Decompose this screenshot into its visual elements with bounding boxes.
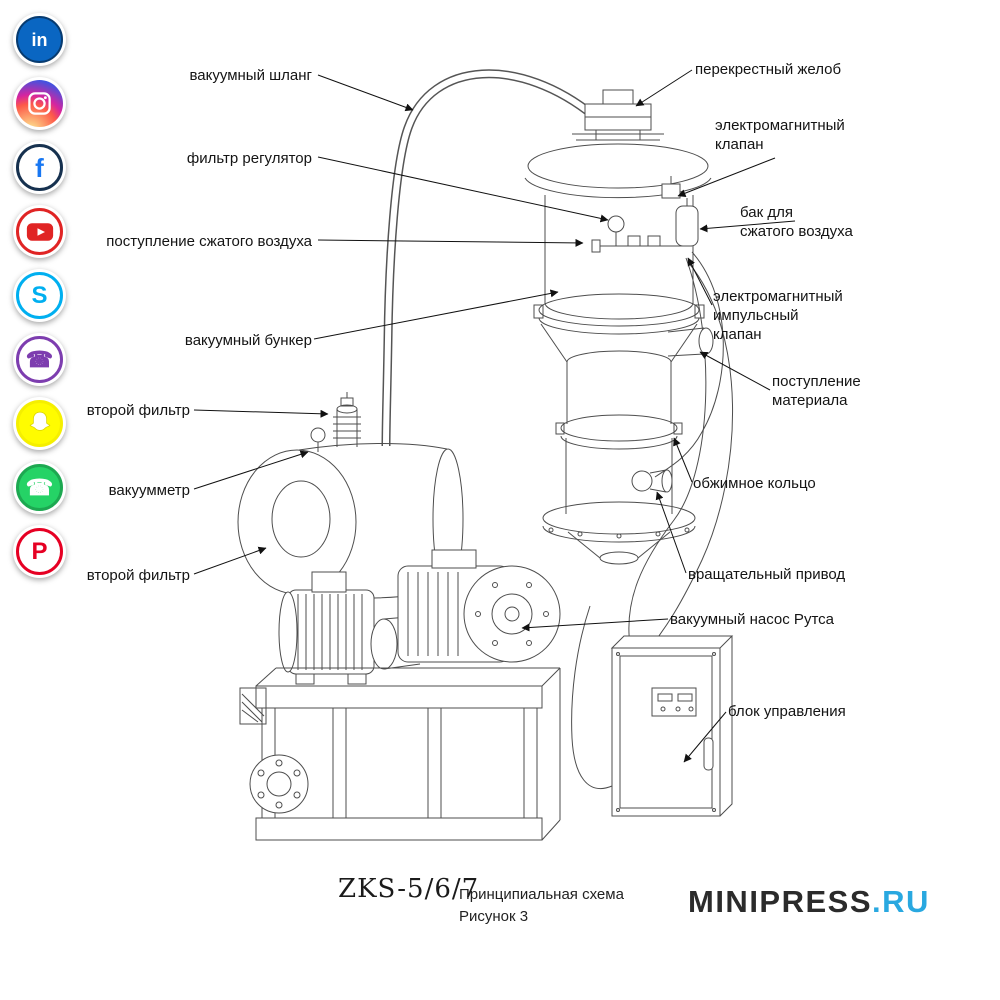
facebook-icon[interactable]: f [13,141,66,194]
viber-phone-icon: ☎ [16,336,63,383]
roots-pump-drawing [278,549,561,685]
label-solenoid-valve-line1: электромагнитный [715,117,845,134]
label-cross-chute: перекрестный желоб [695,60,841,79]
snapchat-ghost-icon [16,400,63,447]
frame-drawing [239,667,561,841]
caption-figure: Рисунок 3 [459,908,529,925]
instagram-camera-icon [16,80,63,127]
label-control-unit-line1: блок управления [728,703,846,720]
pinterest-glyph: P [16,528,63,575]
label-cross-chute-line1: перекрестный желоб [695,61,842,78]
label-pulse-valve: электромагнитный импульсный клапан [713,287,843,344]
label-clamp-ring-line1: обжимное кольцо [693,475,816,492]
whatsapp-phone-icon: ☎ [16,464,63,511]
brand-tld: .RU [872,884,930,919]
label-vacuum-hopper: вакуумный бункер [184,332,312,349]
label-roots-pump: вакуумный насос Рутса [670,610,834,629]
label-clamp-ring: обжимное кольцо [693,474,816,493]
vacuum-hose-drawing [381,69,597,447]
label-pulse-valve-line3: клапан [713,326,762,343]
skype-glyph: S [16,272,63,319]
brand-logo[interactable]: MINIPRESS.RU [688,884,930,920]
leader-lines [193,69,796,763]
label-air-tank-line2: сжатого воздуха [740,223,853,240]
label-air-tank: бак для сжатого воздуха [740,203,853,241]
filter-tank-drawing [237,392,464,599]
linkedin-icon[interactable]: in [13,13,66,66]
skype-icon[interactable]: S [13,269,66,322]
label-roots-pump-line1: вакуумный насос Рутса [670,611,834,628]
social-links: in f S ☎ [13,13,66,578]
label-material-inlet-line2: материала [772,392,848,409]
youtube-play-icon [16,208,63,255]
label-vacuum-hose: вакуумный шланг [189,67,312,84]
caption-title: Принципиальная схема [459,886,624,903]
label-air-tank-line1: бак для [740,204,793,221]
snapchat-icon[interactable] [13,397,66,450]
brand-name: MINIPRESS [688,884,873,919]
pinterest-icon[interactable]: P [13,525,66,578]
model-number: ZKS-5/6/7 [338,874,480,904]
control-box-drawing [610,635,734,817]
whatsapp-icon[interactable]: ☎ [13,461,66,514]
label-pulse-valve-line2: импульсный [713,307,799,324]
label-second-filter-bottom: второй фильтр [86,567,190,584]
label-compressed-air-inlet: поступление сжатого воздуха [106,233,312,250]
label-material-inlet-line1: поступление [772,373,861,390]
instagram-icon[interactable] [13,77,66,130]
label-rotary-drive: вращательный привод [688,565,845,584]
vacuum-hopper-drawing [524,89,714,565]
label-solenoid-valve-line2: клапан [715,136,764,153]
label-filter-regulator: фильтр регулятор [186,150,312,167]
label-material-inlet: поступление материала [772,372,861,410]
label-control-unit: блок управления [728,702,846,721]
facebook-glyph: f [16,144,63,191]
label-pulse-valve-line1: электромагнитный [713,288,843,305]
viber-icon[interactable]: ☎ [13,333,66,386]
label-second-filter-top: второй фильтр [86,402,190,419]
label-rotary-drive-line1: вращательный привод [688,566,846,583]
youtube-icon[interactable] [13,205,66,258]
linkedin-glyph: in [16,16,63,63]
label-solenoid-valve: электромагнитный клапан [715,116,845,154]
label-vacuum-gauge: вакуумметр [108,482,190,499]
